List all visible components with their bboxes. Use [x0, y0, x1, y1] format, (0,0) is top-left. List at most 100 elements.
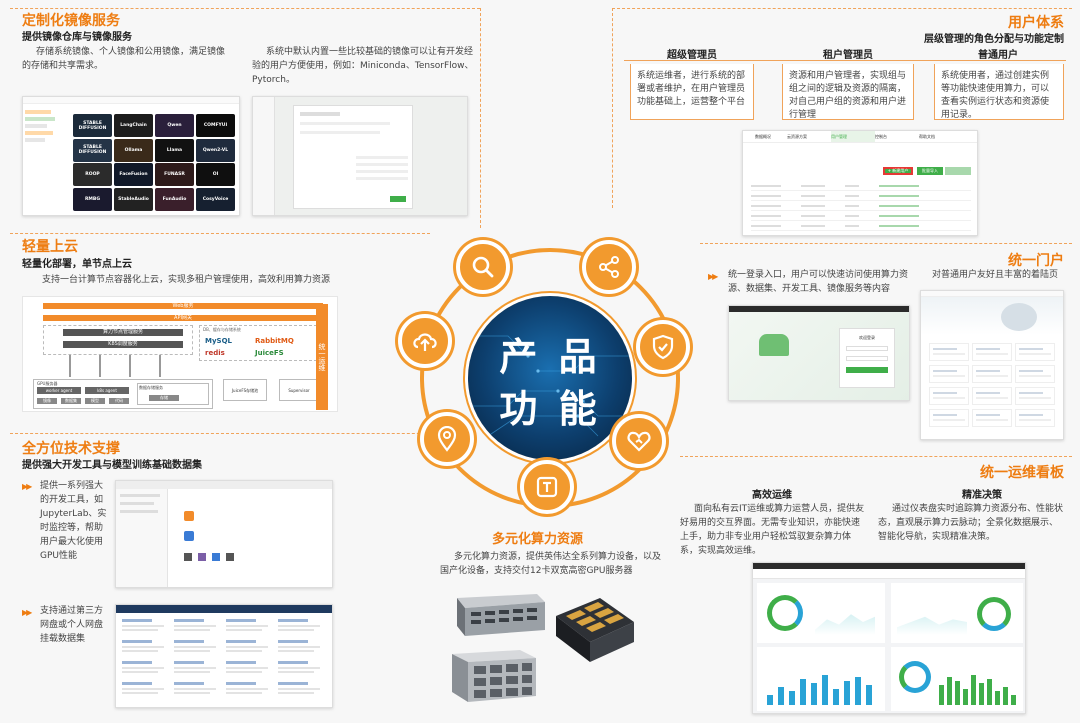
login-button[interactable] — [846, 367, 888, 373]
import-button[interactable]: 批量导入 — [917, 167, 943, 175]
mini-block-5: 存储 — [149, 395, 179, 401]
image-tile[interactable]: FaceFusion — [114, 163, 153, 186]
dataset-card[interactable] — [278, 619, 326, 636]
divider — [10, 233, 430, 234]
landing-card[interactable] — [1015, 409, 1055, 427]
k8s-service: K8S调度服务 — [63, 341, 183, 348]
ops-bar — [955, 681, 960, 705]
section-title-portal: 统一门户 — [1008, 253, 1064, 269]
image-tile[interactable]: COMFYUI — [196, 114, 235, 137]
dataset-card[interactable] — [278, 682, 326, 699]
rabbitmq-logo: RabbitMQ — [255, 337, 294, 345]
table-row[interactable] — [751, 191, 971, 201]
portal-desc-right: 对普通用户友好且丰富的着陆页 — [932, 270, 1059, 280]
dataset-card[interactable] — [226, 640, 274, 657]
gauge-chart — [899, 661, 931, 693]
dataset-card[interactable] — [226, 619, 274, 636]
image-tile[interactable]: LangChain — [114, 114, 153, 137]
storage-node-label: 数据存储服务 — [139, 385, 163, 390]
landing-card[interactable] — [929, 409, 969, 427]
ops-bar — [963, 689, 968, 705]
image-tile[interactable]: CosyVoice — [196, 187, 235, 211]
divider — [700, 243, 1072, 244]
gpu-server-image — [550, 592, 636, 666]
image-tile[interactable]: FUNASR — [155, 163, 194, 186]
dataset-card[interactable] — [122, 661, 170, 678]
tab-users[interactable]: 用户管理 — [831, 131, 875, 142]
landing-card[interactable] — [972, 343, 1012, 361]
image-tile[interactable]: Qwen — [155, 114, 194, 137]
landing-card[interactable] — [1015, 387, 1055, 405]
ops-bar — [855, 677, 861, 705]
section-title-compute: 多元化算力资源 — [492, 532, 584, 547]
landing-card[interactable] — [972, 387, 1012, 405]
tab-overview[interactable]: 数据概况 — [755, 134, 771, 139]
add-user-button[interactable]: + 新建用户 — [883, 167, 913, 175]
image-tile[interactable]: Ollama — [114, 138, 153, 162]
image-tile[interactable]: STABLE DIFFUSION — [73, 138, 112, 162]
center-circle: 产 品 功 能 — [468, 296, 632, 460]
dataset-card[interactable] — [278, 661, 326, 678]
dataset-card[interactable] — [278, 640, 326, 657]
image-tile[interactable]: Llama — [155, 138, 194, 162]
ops-bar — [971, 675, 976, 705]
table-row[interactable] — [751, 221, 971, 231]
cloud-upload-icon — [398, 314, 452, 368]
landing-card[interactable] — [929, 343, 969, 361]
dataset-card[interactable] — [174, 661, 222, 678]
image-tile[interactable]: FunAudio — [155, 187, 194, 211]
image-tile[interactable]: Qwen2-VL — [196, 138, 235, 162]
dataset-card[interactable] — [174, 640, 222, 657]
user-mgmt-screenshot: 数据概况 云资源方案 用户管理 控制台 帮助文档 + 新建用户 批量导入 — [742, 130, 978, 236]
username-input[interactable] — [846, 346, 888, 351]
role-desc-super-admin: 系统运维者，进行系统的部署或者维护，在用户管理员功能基础上，运营整个平台 — [630, 64, 754, 120]
dataset-card[interactable] — [122, 619, 170, 636]
ops-bar — [811, 683, 817, 705]
shield-check-icon — [636, 320, 690, 374]
tab-help[interactable]: 帮助文档 — [919, 134, 935, 139]
image-tile[interactable]: StableAudio — [114, 187, 153, 211]
server-rack-image — [447, 590, 547, 638]
table-row[interactable] — [751, 211, 971, 221]
landing-card[interactable] — [1015, 343, 1055, 361]
jupyter-screenshot — [115, 480, 333, 588]
dataset-card[interactable] — [174, 682, 222, 699]
ops-bar — [1011, 695, 1016, 705]
section-subtitle-tech: 提供强大开发工具与模型训练基础数据集 — [22, 460, 202, 471]
landing-card[interactable] — [1015, 365, 1055, 383]
heart-hand-icon — [612, 414, 666, 468]
dataset-card[interactable] — [122, 640, 170, 657]
ops-bar — [789, 691, 795, 705]
landing-card[interactable] — [972, 365, 1012, 383]
landing-card[interactable] — [972, 409, 1012, 427]
image-tile[interactable]: ROOP — [73, 163, 112, 186]
dataset-card[interactable] — [122, 682, 170, 699]
image-tile[interactable]: RMBG — [73, 187, 112, 211]
role-name-tenant-admin: 租户管理员 — [823, 50, 873, 61]
node-mgmt-service: 算力节点管理服务 — [63, 329, 183, 336]
password-input[interactable] — [846, 356, 888, 361]
image-tile[interactable]: OI — [196, 163, 235, 186]
bullet-arrow-icon: ▶▶ — [22, 482, 32, 491]
section-subtitle-users: 层级管理的角色分配与功能定制 — [924, 34, 1064, 45]
ops-bar — [833, 689, 839, 705]
image-tile[interactable]: STABLE DIFFUSION — [73, 114, 112, 137]
landing-card[interactable] — [929, 387, 969, 405]
ops-bar — [947, 677, 952, 705]
role-name-user: 普通用户 — [978, 50, 1018, 61]
landing-card[interactable] — [929, 365, 969, 383]
location-pin-icon — [420, 412, 474, 466]
table-row[interactable] — [751, 201, 971, 211]
divider — [680, 456, 1072, 457]
mini-block-1: 镜像 — [37, 398, 57, 404]
dataset-card[interactable] — [226, 682, 274, 699]
tab-cloud[interactable]: 云资源方案 — [787, 134, 807, 139]
dataset-card[interactable] — [174, 619, 222, 636]
share-icon — [582, 240, 636, 294]
divider — [612, 8, 1072, 9]
dataset-card[interactable] — [226, 661, 274, 678]
ops-bar — [1003, 687, 1008, 705]
table-row[interactable] — [751, 181, 971, 191]
tab-console[interactable]: 控制台 — [875, 134, 887, 139]
